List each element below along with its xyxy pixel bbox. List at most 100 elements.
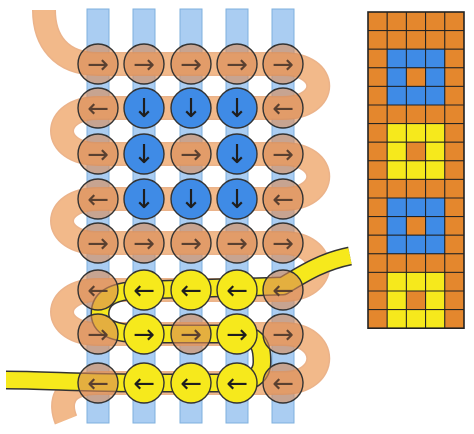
weft-thread-path: [32, 9, 331, 425]
pattern-cell: [444, 234, 465, 255]
knot-right-orange: →: [77, 222, 119, 264]
knot-left-yellow: ←: [123, 269, 165, 311]
pattern-cell: [405, 67, 427, 87]
knot-right-orange: →: [170, 133, 212, 175]
knot-circle: [262, 133, 304, 175]
pattern-cell: [367, 11, 388, 32]
arrow-right-icon: →: [272, 50, 294, 80]
pattern-cell: [405, 290, 427, 311]
arrow-right-icon: →: [180, 320, 202, 350]
knot-circle: [262, 362, 304, 404]
knot-circle: [216, 133, 258, 175]
pattern-cell: [425, 216, 446, 236]
arrow-left-icon: ←: [226, 369, 248, 399]
knot-circle: [77, 133, 119, 175]
pattern-cell: [386, 253, 407, 273]
arrow-right-icon: →: [272, 320, 294, 350]
pattern-cell: [425, 123, 446, 143]
arrow-down-icon: ↓: [133, 140, 155, 170]
knot-left-orange: ←: [77, 269, 119, 311]
knot-left-yellow: ←: [170, 269, 212, 311]
pattern-cell: [386, 309, 407, 329]
knot-right-yellow: →: [123, 313, 165, 355]
knot-circle: [216, 222, 258, 264]
knot-circle: [123, 43, 165, 85]
arrow-down-icon: ↓: [180, 94, 202, 124]
pattern-border: [367, 11, 465, 330]
pattern-cell: [386, 290, 407, 311]
pattern-cell: [444, 290, 465, 311]
knot-circle: [123, 87, 165, 129]
arrow-left-icon: ←: [133, 369, 155, 399]
arrow-right-icon: →: [133, 229, 155, 259]
knot-down-blue: ↓: [123, 87, 165, 129]
knot-down-blue: ↓: [170, 87, 212, 129]
pattern-cell: [425, 290, 446, 311]
pattern-cell: [367, 309, 388, 329]
knot-circle: [216, 87, 258, 129]
knot-right-orange: →: [77, 313, 119, 355]
knot-circle: [216, 43, 258, 85]
arrow-right-icon: →: [180, 140, 202, 170]
arrow-right-icon: →: [133, 50, 155, 80]
pattern-cell: [367, 290, 388, 311]
pattern-cell: [367, 216, 388, 236]
knot-left-yellow: ←: [170, 362, 212, 404]
arrow-left-icon: ←: [272, 185, 294, 215]
pattern-cell: [386, 160, 407, 180]
knot-circle: [262, 222, 304, 264]
arrow-left-icon: ←: [87, 276, 109, 306]
pattern-cell: [367, 85, 388, 106]
pattern-cell: [405, 30, 427, 50]
knot-circle: [170, 178, 212, 220]
knot-left-yellow: ←: [123, 362, 165, 404]
knot-left-orange: ←: [77, 178, 119, 220]
knot-right-orange: →: [123, 222, 165, 264]
arrow-right-icon: →: [226, 320, 248, 350]
arrow-right-icon: →: [87, 320, 109, 350]
knot-right-orange: →: [262, 313, 304, 355]
pattern-cell: [386, 67, 407, 87]
pattern-cell: [405, 216, 427, 236]
arrow-right-icon: →: [226, 50, 248, 80]
pattern-cell: [425, 11, 446, 32]
pattern-cell: [386, 178, 407, 199]
knot-right-orange: →: [123, 43, 165, 85]
knot-circle: [77, 43, 119, 85]
pattern-cell: [367, 178, 388, 199]
arrow-down-icon: ↓: [226, 140, 248, 170]
knot-circle: [123, 269, 165, 311]
knot-circle: [77, 87, 119, 129]
knot-left-orange: ←: [262, 362, 304, 404]
knot-circle: [77, 313, 119, 355]
knot-down-blue: ↓: [216, 133, 258, 175]
knot-left-orange: ←: [262, 269, 304, 311]
knot-circle: [170, 269, 212, 311]
pattern-cell: [367, 141, 388, 162]
arrow-down-icon: ↓: [133, 94, 155, 124]
pattern-cell: [444, 141, 465, 162]
pattern-cell: [425, 178, 446, 199]
knot-circle: [216, 269, 258, 311]
pattern-cell: [405, 104, 427, 125]
knot-circle: [216, 362, 258, 404]
arrow-left-icon: ←: [87, 94, 109, 124]
arrow-left-icon: ←: [272, 276, 294, 306]
knot-left-yellow: ←: [216, 269, 258, 311]
knot-circle: [262, 313, 304, 355]
knot-down-blue: ↓: [123, 133, 165, 175]
pattern-cell: [386, 234, 407, 255]
arrow-left-icon: ←: [272, 94, 294, 124]
pattern-cell: [444, 11, 465, 32]
knot-circle: [216, 313, 258, 355]
knot-circle: [262, 43, 304, 85]
pattern-cell: [425, 30, 446, 50]
knot-right-orange: →: [262, 222, 304, 264]
knot-left-orange: ←: [262, 87, 304, 129]
pattern-cell: [367, 123, 388, 143]
arrow-down-icon: ↓: [180, 185, 202, 215]
pattern-cell: [405, 197, 427, 218]
pattern-cell: [444, 85, 465, 106]
pattern-cell: [425, 141, 446, 162]
arrow-right-icon: →: [133, 320, 155, 350]
